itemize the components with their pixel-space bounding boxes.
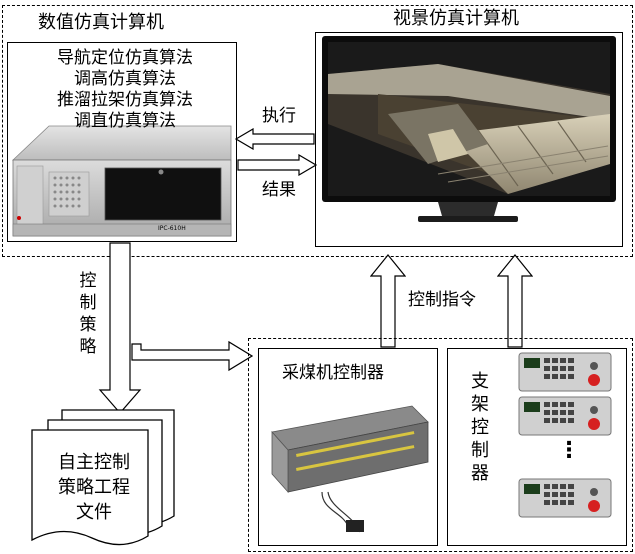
document-line-3: 文件	[76, 502, 112, 523]
algorithm-list: 导航定位仿真算法 调高仿真算法 推溜拉架仿真算法 调直仿真算法	[30, 48, 220, 132]
control-command-arrow-left	[370, 254, 406, 348]
monitor-illustration	[322, 36, 616, 222]
result-label: 结果	[262, 180, 296, 200]
document-line-2: 策略工程	[58, 477, 130, 498]
support-controller-panel-2	[518, 396, 612, 436]
control-strategy-label: 控制策略	[79, 271, 97, 357]
document-text: 自主控制 策略工程 文件	[34, 450, 154, 525]
numeric-computer-title: 数值仿真计算机	[38, 12, 164, 33]
simulation-region	[2, 5, 633, 257]
execute-arrow	[235, 128, 315, 150]
execute-label: 执行	[262, 106, 296, 126]
support-panels-ellipsis: ⋮	[558, 438, 580, 463]
strategy-document-icon	[31, 409, 175, 546]
control-command-label: 控制指令	[408, 290, 476, 310]
shearer-controller-label: 采煤机控制器	[282, 363, 384, 383]
algorithm-height: 调高仿真算法	[74, 69, 176, 89]
algorithm-push-pull: 推溜拉架仿真算法	[57, 90, 193, 110]
shearer-controller-illustration	[271, 405, 429, 533]
result-arrow	[237, 154, 317, 176]
strategy-to-controllers-arrow	[131, 340, 253, 372]
visual-computer-title: 视景仿真计算机	[393, 8, 519, 29]
support-controller-label: 支架控制器	[471, 371, 489, 484]
server-illustration	[11, 125, 232, 237]
algorithm-navigation: 导航定位仿真算法	[57, 48, 193, 68]
support-controller-panel-1	[518, 352, 612, 392]
server-model-label: IPC-610H	[158, 225, 186, 232]
control-command-arrow-right	[497, 254, 533, 348]
controllers-region	[248, 338, 633, 552]
control-strategy-arrow	[98, 242, 142, 414]
document-line-1: 自主控制	[58, 452, 130, 473]
support-controller-panel-3	[518, 478, 612, 518]
algorithm-straighten: 调直仿真算法	[74, 111, 176, 131]
